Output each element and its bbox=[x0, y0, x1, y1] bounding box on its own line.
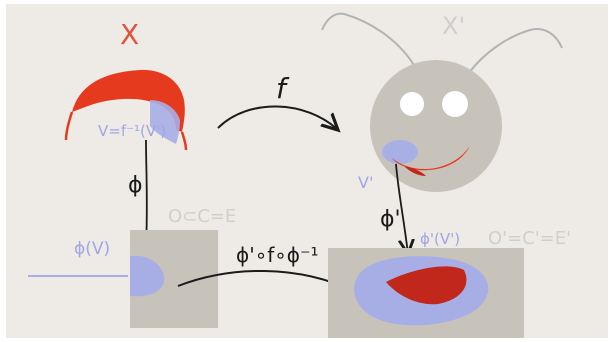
region-phi-V bbox=[130, 255, 165, 297]
label-O-subset: O⊂C=E bbox=[168, 206, 236, 227]
label-phi-prime-V-prime: ϕ'(V') bbox=[420, 230, 460, 248]
label-X-prime: X' bbox=[442, 12, 465, 40]
region-image bbox=[386, 266, 467, 305]
arrow-phi-prime bbox=[395, 163, 408, 254]
arrow-f bbox=[217, 105, 338, 130]
label-phi-V: ϕ(V) bbox=[74, 239, 110, 259]
label-V-prime: V' bbox=[358, 173, 373, 192]
label-phi-prime: ϕ' bbox=[380, 207, 401, 232]
label-X: X bbox=[120, 18, 139, 51]
label-composite: ϕ'∘f∘ϕ⁻¹ bbox=[236, 243, 319, 267]
label-phi: ϕ bbox=[128, 173, 143, 198]
label-V: V=f⁻¹(V') bbox=[98, 122, 166, 140]
label-O-prime: O'=C'=E' bbox=[488, 228, 571, 249]
set-X-prime-shape bbox=[321, 12, 563, 192]
set-X-shape bbox=[64, 69, 188, 151]
